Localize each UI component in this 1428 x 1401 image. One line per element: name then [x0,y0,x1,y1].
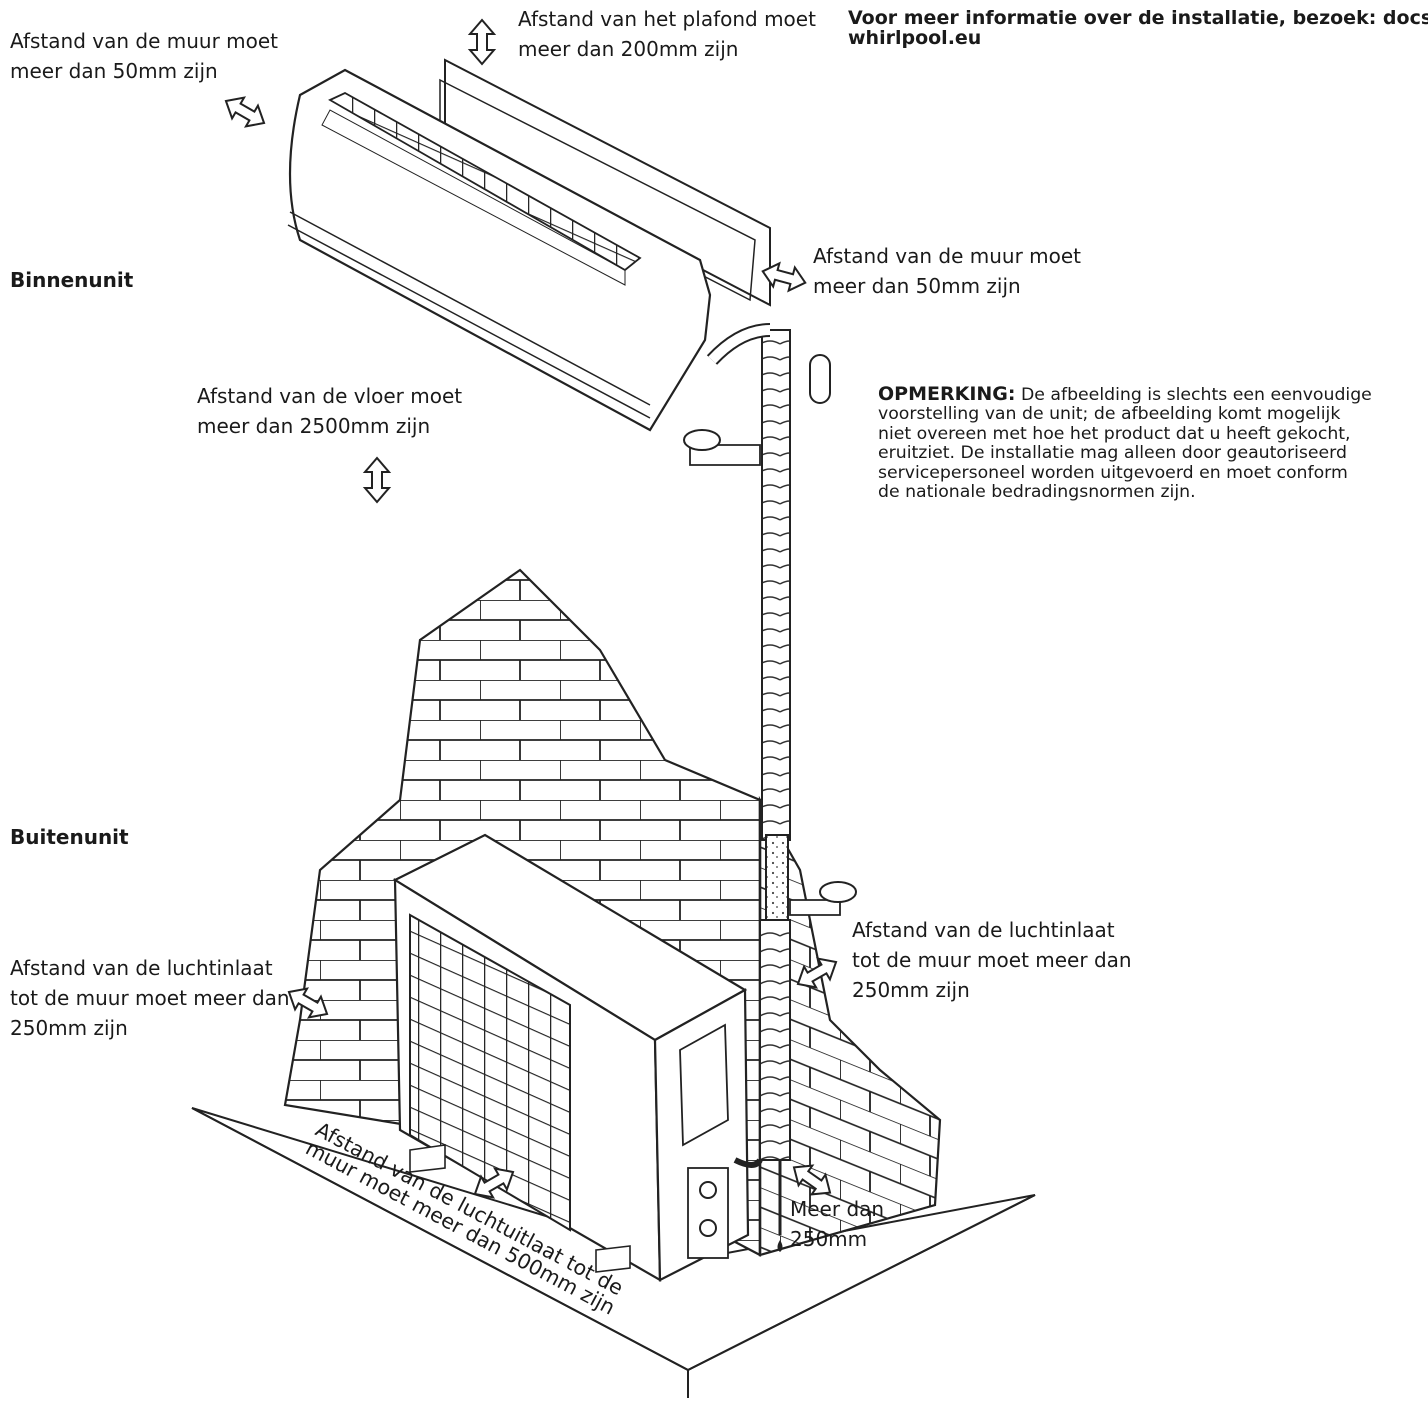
refrigerant-pipe [683,323,857,1252]
label-floor: Afstand van de vloer moet meer dan 2500m… [197,384,463,438]
double-arrow-icon [364,457,390,503]
label-outdoor-unit: Buitenunit [10,825,129,849]
double-arrow-icon [469,19,495,65]
label-air-inlet-left: Afstand van de luchtinlaat tot de muur m… [10,956,290,1040]
info-link-text: Voor meer informatie over de installatie… [848,7,1428,49]
label-side-clearance: Meer dan 250mm [790,1197,885,1251]
double-arrow-icon [218,89,272,135]
label-air-inlet-right: Afstand van de luchtinlaat tot de muur m… [852,918,1132,1002]
indoor-unit [287,58,771,432]
outdoor-unit [392,833,750,1282]
label-ceiling: Afstand van het plafond moet meer dan 20… [518,7,816,61]
note-block: OPMERKING: De afbeelding is slechts een … [878,383,1372,503]
note-heading: OPMERKING: [878,383,1016,405]
label-indoor-unit: Binnenunit [10,268,134,292]
label-wall-left-indoor: Afstand van de muur moet meer dan 50mm z… [10,29,279,83]
label-wall-right-indoor: Afstand van de muur moet meer dan 50mm z… [813,244,1082,298]
